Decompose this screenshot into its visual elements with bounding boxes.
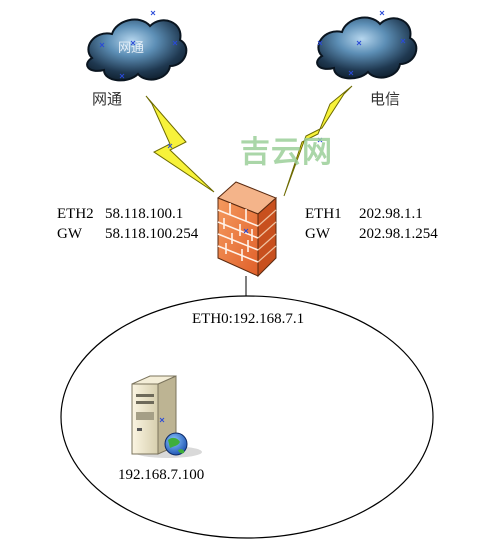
isp-label-left: 网通 bbox=[92, 90, 122, 108]
gw-left-ip: 58.118.100.254 bbox=[105, 226, 199, 242]
eth2-label: ETH2 bbox=[57, 206, 94, 222]
eth0-label: ETH0:192.168.7.1 bbox=[192, 311, 304, 327]
server-icon[interactable] bbox=[131, 375, 202, 458]
selection-handles-right bbox=[317, 10, 406, 76]
isp-cloud-left[interactable]: 网通 bbox=[86, 10, 188, 82]
gw-right-ip: 202.98.1.254 bbox=[359, 226, 438, 242]
isp-label-right: 电信 bbox=[370, 90, 400, 108]
eth2-ip: 58.118.100.1 bbox=[105, 206, 183, 222]
eth1-label: ETH1 bbox=[305, 206, 342, 222]
eth1-ip: 202.98.1.1 bbox=[359, 206, 423, 222]
isp-cloud-right[interactable] bbox=[316, 10, 418, 80]
lan-ellipse bbox=[60, 295, 434, 539]
firewall-icon[interactable] bbox=[217, 181, 277, 278]
wan-link-left-bolt[interactable] bbox=[145, 95, 215, 193]
watermark: 吉云网 bbox=[240, 135, 333, 170]
gw-left-label: GW bbox=[57, 226, 83, 242]
selection-handles-left bbox=[99, 10, 178, 79]
cloud-label-left: 网通 bbox=[118, 41, 144, 56]
wan-link-right-bolt[interactable] bbox=[283, 85, 353, 197]
server-ip: 192.168.7.100 bbox=[118, 467, 204, 483]
gw-right-label: GW bbox=[305, 226, 331, 242]
